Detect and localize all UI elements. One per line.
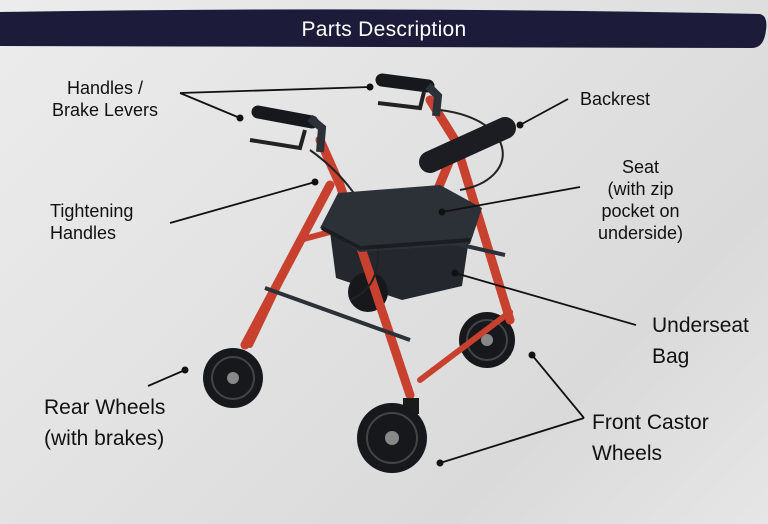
seat — [320, 185, 482, 252]
label-line: Brake Levers — [52, 100, 159, 120]
label-backrest: Backrest — [580, 89, 651, 109]
label-line: (with zip — [607, 179, 674, 199]
label-line: Seat — [622, 157, 660, 177]
label-line: pocket on — [601, 201, 680, 221]
label-line: Underseat — [652, 314, 749, 337]
leader-lines — [147, 86, 637, 464]
left-handle — [249, 105, 327, 153]
front-left-castor-wheel — [357, 398, 427, 473]
label-line: (with brakes) — [44, 427, 165, 450]
label-line: Rear Wheels — [44, 396, 166, 419]
pointer-dots — [181, 83, 536, 467]
label-seat: Seat (with zip pocket on underside) — [598, 156, 683, 244]
backrest — [419, 117, 516, 173]
title-banner: Parts Description — [0, 8, 768, 52]
label-tightening-handles: Tightening Handles — [50, 200, 133, 244]
rear-left-wheel — [203, 348, 263, 408]
label-line: Front Castor — [592, 411, 709, 434]
label-rear-wheels: Rear Wheels (with brakes) — [44, 392, 165, 454]
label-line: Tightening — [50, 201, 134, 221]
banner-shape — [0, 9, 767, 48]
front-right-castor-wheel — [485, 336, 493, 344]
label-line: Handles — [50, 223, 117, 243]
page-title: Parts Description — [301, 18, 467, 41]
label-line: Handles / — [67, 78, 144, 98]
label-line: underside) — [598, 223, 684, 243]
label-line: Wheels — [592, 442, 663, 465]
label-front-castor-wheels: Front Castor Wheels — [592, 407, 709, 469]
label-underseat-bag: Underseat Bag — [652, 310, 749, 372]
label-line: Bag — [652, 345, 690, 368]
right-handle — [375, 73, 443, 117]
label-handles-brake-levers: Handles / Brake Levers — [52, 77, 158, 121]
